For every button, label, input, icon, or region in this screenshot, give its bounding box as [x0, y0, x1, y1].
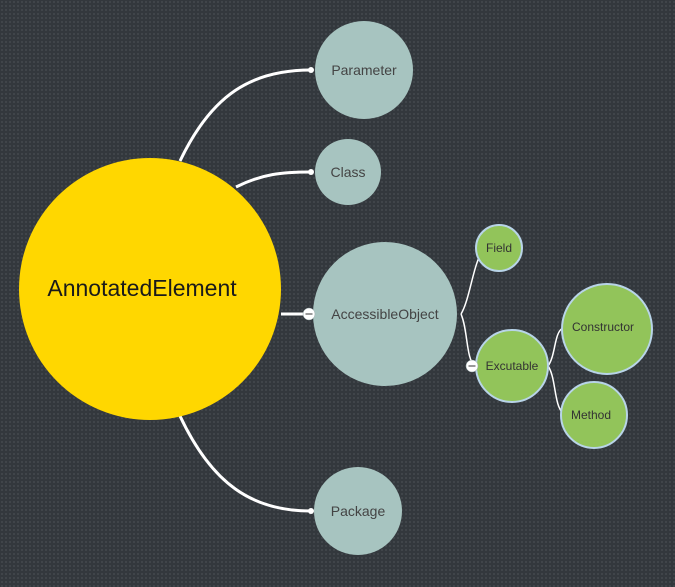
node-package[interactable]: Package	[314, 467, 402, 555]
link-root-package	[178, 415, 312, 513]
node-constructor[interactable]: Constructor	[561, 283, 653, 375]
node-method-label: Method	[571, 408, 611, 422]
node-parameter-label: Parameter	[331, 62, 397, 78]
link-root-parameter	[178, 68, 312, 162]
node-field-label: Field	[486, 241, 512, 255]
root-node[interactable]: AnnotatedElement	[19, 158, 281, 420]
link-excutable-method	[547, 365, 564, 414]
node-class[interactable]: Class	[315, 139, 381, 205]
node-class-label: Class	[330, 164, 365, 180]
node-method-circle	[560, 381, 628, 449]
node-accessible-object-label: AccessibleObject	[331, 306, 438, 322]
node-excutable[interactable]: Excutable	[475, 329, 549, 403]
root-node-circle	[19, 158, 281, 420]
node-constructor-label: Constructor	[572, 320, 634, 334]
node-parameter-circle	[315, 21, 413, 119]
node-class-circle	[315, 139, 381, 205]
collapse-toggle-excutable[interactable]	[465, 359, 479, 373]
node-field-circle	[475, 224, 523, 272]
node-parameter[interactable]: Parameter	[315, 21, 413, 119]
link-end-package	[308, 508, 314, 514]
link-root-class	[235, 170, 312, 189]
node-field[interactable]: Field	[475, 224, 523, 272]
link-end-class	[308, 169, 314, 175]
node-package-label: Package	[331, 503, 386, 519]
link-accessible-excutable	[460, 313, 476, 367]
root-node-label: AnnotatedElement	[47, 275, 237, 301]
node-constructor-circle	[561, 283, 653, 375]
collapse-toggle-accessible-object[interactable]	[302, 307, 316, 321]
node-excutable-label: Excutable	[486, 359, 539, 373]
link-excutable-constructor	[547, 327, 564, 367]
node-accessible-object-circle	[313, 242, 457, 386]
node-package-circle	[314, 467, 402, 555]
node-accessible-object[interactable]: AccessibleObject	[313, 242, 457, 386]
link-end-parameter	[308, 67, 314, 73]
node-method[interactable]: Method	[560, 381, 628, 449]
